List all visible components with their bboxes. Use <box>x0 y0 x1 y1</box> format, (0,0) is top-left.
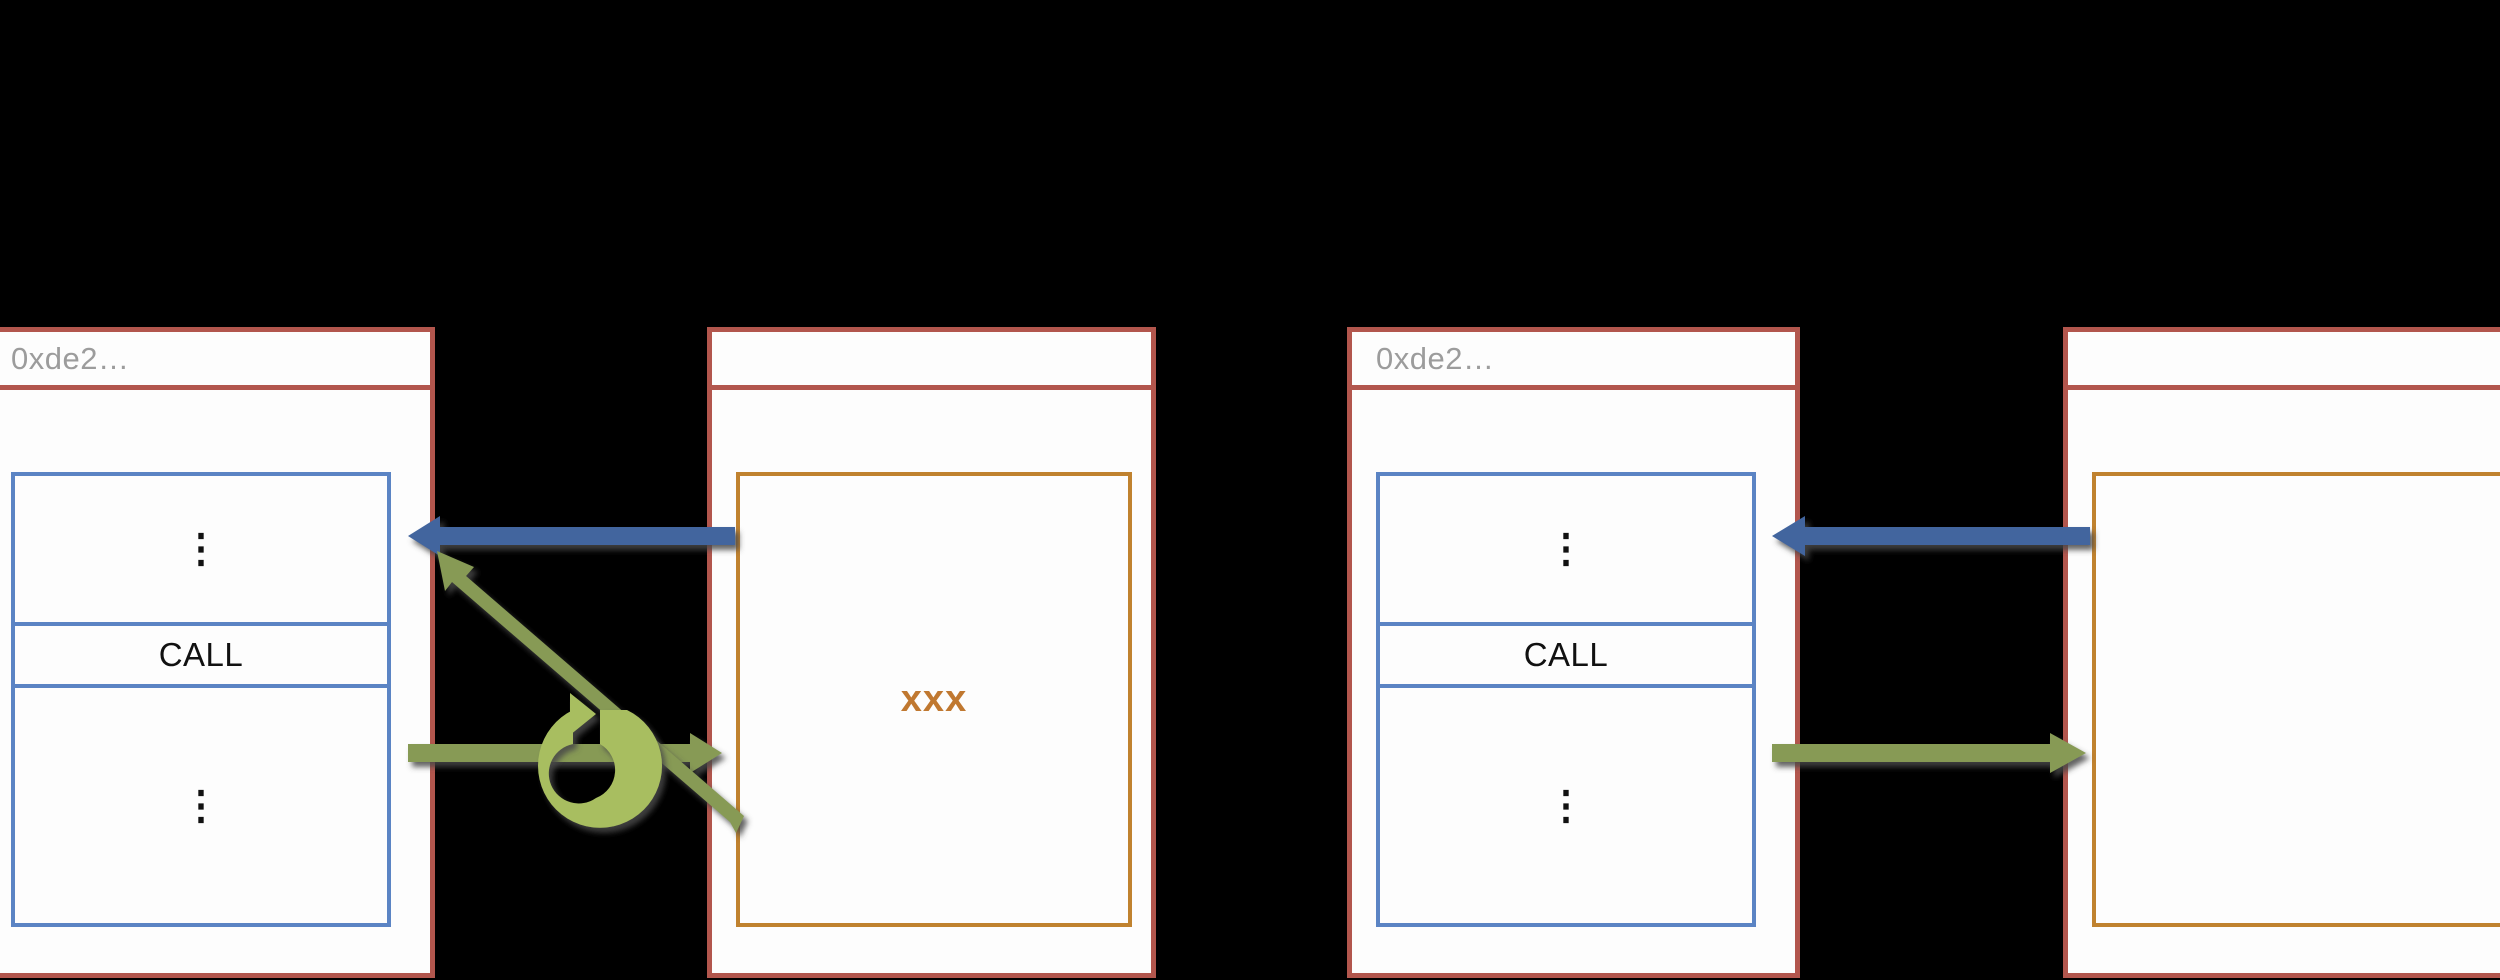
diagonal-return-arrow-left <box>437 551 744 833</box>
callee-panel-right-header <box>2068 332 2500 390</box>
caller-left-ellipsis-bottom-text: ⋮ <box>181 783 221 828</box>
caller-right-ellipsis-bottom-text: ⋮ <box>1546 783 1586 828</box>
caller-left-row-ellipsis-bottom: ⋮ <box>15 684 387 923</box>
caller-panel-left-header: 0xde2… <box>0 332 430 390</box>
call-arrow-left <box>408 733 722 773</box>
return-arrow-right <box>1772 516 2090 556</box>
caller-right-row-ellipsis-bottom: ⋮ <box>1380 684 1752 923</box>
caller-panel-left-address: 0xde2… <box>11 340 130 376</box>
caller-right-row-call[interactable]: CALL <box>1380 622 1752 684</box>
caller-left-ellipsis-top-text: ⋮ <box>181 527 221 571</box>
caller-left-row-call[interactable]: CALL <box>15 622 387 684</box>
caller-right-call-text: CALL <box>1523 636 1609 673</box>
caller-left-row-ellipsis-top: ⋮ <box>15 476 387 622</box>
callee-panel-left-header <box>712 332 1151 390</box>
callee-left-body[interactable]: xxx <box>736 472 1132 927</box>
caller-left-call-text: CALL <box>158 636 244 673</box>
callee-right-body[interactable] <box>2092 472 2500 927</box>
return-arrow-left <box>408 516 735 556</box>
caller-panel-right[interactable]: 0xde2… ⋮ CALL ⋮ <box>1347 327 1800 978</box>
caller-right-row-ellipsis-top: ⋮ <box>1380 476 1752 622</box>
caller-panel-left[interactable]: 0xde2… ⋮ CALL ⋮ <box>0 327 435 978</box>
callee-panel-left[interactable]: xxx <box>707 327 1156 978</box>
caller-right-codebox[interactable]: ⋮ CALL ⋮ <box>1376 472 1756 927</box>
callee-panel-right[interactable] <box>2063 327 2500 978</box>
caller-panel-right-address: 0xde2… <box>1376 340 1495 376</box>
call-arrow-right <box>1772 733 2086 773</box>
callee-left-body-label: xxx <box>900 678 968 720</box>
caller-left-codebox[interactable]: ⋮ CALL ⋮ <box>11 472 391 927</box>
caller-right-ellipsis-top-text: ⋮ <box>1546 527 1586 571</box>
caller-panel-right-header: 0xde2… <box>1352 332 1795 390</box>
circular-loop-icon <box>538 693 663 828</box>
